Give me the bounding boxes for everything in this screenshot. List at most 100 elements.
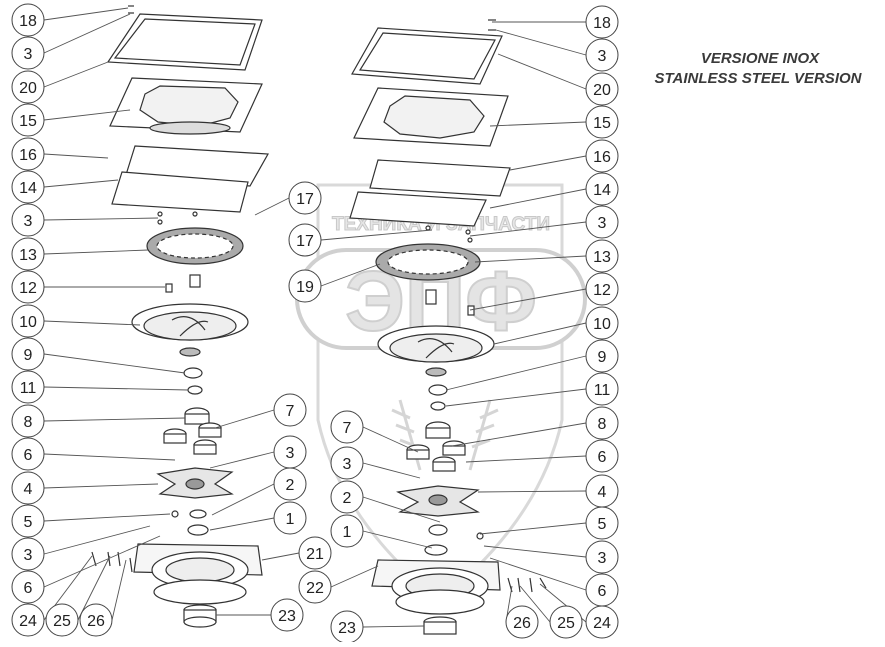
right-label-bubble-8: 13 (585, 239, 619, 273)
left-leader-13 (43, 417, 186, 422)
right-bearing-part-9 (428, 384, 448, 396)
right-bubble-circle-20 (330, 480, 364, 514)
right-bubble-circle-14 (585, 406, 619, 440)
left-bubble-circle-17 (11, 471, 45, 505)
right-label-bubble-6: 3 (585, 205, 619, 239)
left-bubble-circle-1 (11, 36, 45, 70)
right-label-bubble-15: 7 (330, 410, 364, 444)
left-bubble-circle-5 (11, 170, 45, 204)
left-part-number-18: 5 (24, 514, 33, 531)
right-bubble-circle-13 (585, 372, 619, 406)
left-leader-0 (43, 7, 129, 21)
right-leader-9 (320, 263, 381, 287)
right-bubble-circle-19 (585, 506, 619, 540)
left-label-bubble-10: 10 (11, 304, 45, 338)
right-label-bubble-18: 4 (585, 474, 619, 508)
left-label-bubble-21: 3 (11, 537, 45, 571)
left-bubble-circle-7 (288, 181, 322, 215)
right-plate-part-14 (349, 191, 487, 227)
left-bubble-circle-26 (79, 603, 113, 637)
left-leader-25 (77, 555, 111, 621)
right-cups-part-8 (406, 421, 466, 472)
version-title-english: STAINLESS STEEL VERSION (654, 70, 862, 87)
left-leader-19 (211, 483, 275, 516)
left-bubble-circle-12 (11, 370, 45, 404)
left-leader-22 (43, 535, 161, 588)
left-bubble-circle-11 (11, 337, 45, 371)
right-leader-4 (509, 155, 587, 171)
right-part-number-8: 13 (593, 249, 611, 266)
right-label-bubble-12: 9 (585, 339, 619, 373)
left-seal-part-1 (187, 524, 209, 536)
version-title-italian: VERSIONE INOX (700, 50, 820, 67)
left-bubble-circle-6 (11, 203, 45, 237)
left-leader-11 (43, 353, 186, 374)
left-part-number-16: 3 (286, 445, 295, 462)
right-part-number-10: 12 (593, 282, 611, 299)
right-screws-bottom (507, 577, 547, 593)
right-impeller-part-4 (396, 485, 480, 517)
right-seal-part-1 (424, 544, 448, 556)
left-leader-23 (261, 552, 300, 561)
right-label-bubble-3: 15 (585, 105, 619, 139)
left-bubble-circle-0 (11, 3, 45, 37)
right-bubble-circle-16 (585, 439, 619, 473)
right-bubble-circle-1 (585, 38, 619, 72)
left-bubble-circle-24 (11, 603, 45, 637)
right-leader-19 (479, 522, 587, 535)
right-leader-11 (493, 322, 587, 345)
right-leader-7 (320, 229, 433, 241)
right-assembly (349, 19, 547, 635)
right-label-bubble-10: 12 (585, 272, 619, 306)
right-part-number-14: 8 (598, 416, 607, 433)
right-part-number-12: 9 (598, 349, 607, 366)
left-label-bubble-9: 12 (11, 270, 45, 304)
right-label-bubble-13: 11 (585, 372, 619, 406)
left-part-number-1: 3 (24, 46, 33, 63)
left-label-bubble-13: 8 (11, 404, 45, 438)
right-leader-3 (489, 121, 587, 127)
right-bubble-circle-25 (585, 605, 619, 639)
right-bubble-circle-7 (288, 223, 322, 257)
left-part-number-10: 10 (19, 314, 37, 331)
left-bubble-circle-21 (11, 537, 45, 571)
left-leader-12 (43, 386, 189, 391)
left-label-bubble-18: 5 (11, 504, 45, 538)
left-label-bubble-5: 14 (11, 170, 45, 204)
right-rotor-part-19 (375, 243, 481, 281)
left-leader-20 (209, 517, 275, 531)
right-part-number-25: 24 (593, 615, 611, 632)
right-label-bubble-28: 23 (330, 610, 364, 644)
right-part-number-7: 17 (296, 233, 314, 250)
right-leader-28 (362, 625, 425, 628)
left-part-number-3: 15 (19, 113, 37, 130)
left-leader-10 (43, 320, 141, 326)
right-part-number-4: 16 (593, 149, 611, 166)
right-plate-part-16 (369, 159, 511, 197)
right-bubble-circle-27 (505, 605, 539, 639)
left-label-bubble-16: 3 (273, 435, 307, 469)
left-bowl-part-10 (131, 303, 249, 357)
right-label-bubble-4: 16 (585, 139, 619, 173)
left-label-bubble-2: 20 (11, 70, 45, 104)
left-leader-2 (43, 61, 109, 88)
right-leader-12 (445, 355, 587, 391)
left-label-bubble-7: 17 (288, 181, 322, 215)
left-part-number-5: 14 (19, 180, 37, 197)
right-leader-23 (489, 557, 587, 591)
left-label-bubble-11: 9 (11, 337, 45, 371)
left-part-number-20: 1 (286, 511, 295, 528)
left-label-bubble-22: 6 (11, 570, 45, 604)
left-bubble-circle-13 (11, 404, 45, 438)
right-label-bubble-17: 3 (330, 446, 364, 480)
left-bubble-circle-27 (270, 598, 304, 632)
left-label-bubble-15: 6 (11, 437, 45, 471)
right-bubble-circle-6 (585, 205, 619, 239)
right-label-bubble-27: 26 (505, 605, 539, 639)
right-label-bubble-0: 18 (585, 5, 619, 39)
right-label-bubble-19: 5 (585, 506, 619, 540)
right-part-number-6: 3 (598, 215, 607, 232)
right-label-bubble-16: 6 (585, 439, 619, 473)
left-leader-6 (43, 217, 159, 221)
left-part-number-4: 16 (19, 147, 37, 164)
